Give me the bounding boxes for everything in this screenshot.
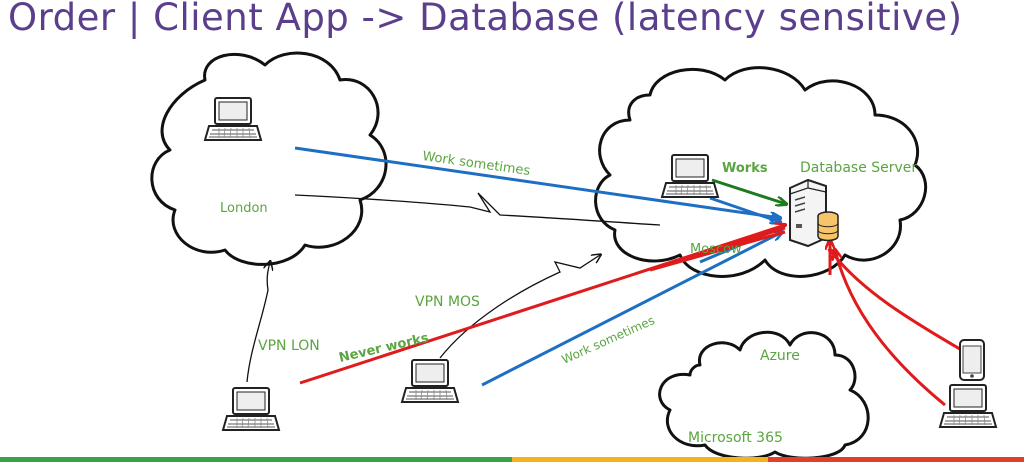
vpn-lon-link (246, 262, 270, 383)
red-arrow-3 (649, 230, 786, 272)
moscow-to-db-arrow (709, 196, 780, 222)
laptop-icon (939, 384, 997, 428)
vpn-mos-link (439, 255, 600, 359)
bottom-color-bar (0, 457, 1024, 462)
london-to-db-arrow (294, 146, 780, 218)
works-label: Works (722, 161, 768, 176)
diagram-title: Order | Client App -> Database (latency … (8, 0, 963, 39)
phone-to-db-arrow (830, 250, 966, 354)
azure-cloud (658, 330, 870, 460)
london-label: London (220, 201, 268, 216)
london-to-moscow-link (294, 192, 661, 226)
database-icon (817, 211, 839, 242)
microsoft365-label: Microsoft 365 (688, 430, 783, 446)
laptop-right-to-db-arrow (835, 250, 946, 407)
laptop-icon (222, 387, 280, 431)
client-mos-to-db-arrow (481, 232, 782, 387)
works-arrow (711, 178, 786, 204)
phone-icon (959, 339, 985, 381)
bottom-bar-segment (256, 457, 512, 462)
london-cloud (150, 51, 388, 266)
bottom-bar-segment (0, 457, 256, 462)
vpn-lon-label: VPN LON (258, 338, 320, 354)
database-server-label: Database Server (800, 160, 917, 176)
moscow-cloud (594, 66, 928, 278)
client-lon-to-db-arrow (299, 225, 785, 385)
moscow-label: Moscow (690, 242, 742, 257)
bottom-bar-segment (768, 457, 1024, 462)
vpn-mos-label: VPN MOS (415, 294, 480, 310)
azure-label: Azure (760, 348, 800, 364)
laptop-icon (401, 359, 459, 403)
bottom-bar-segment (512, 457, 768, 462)
